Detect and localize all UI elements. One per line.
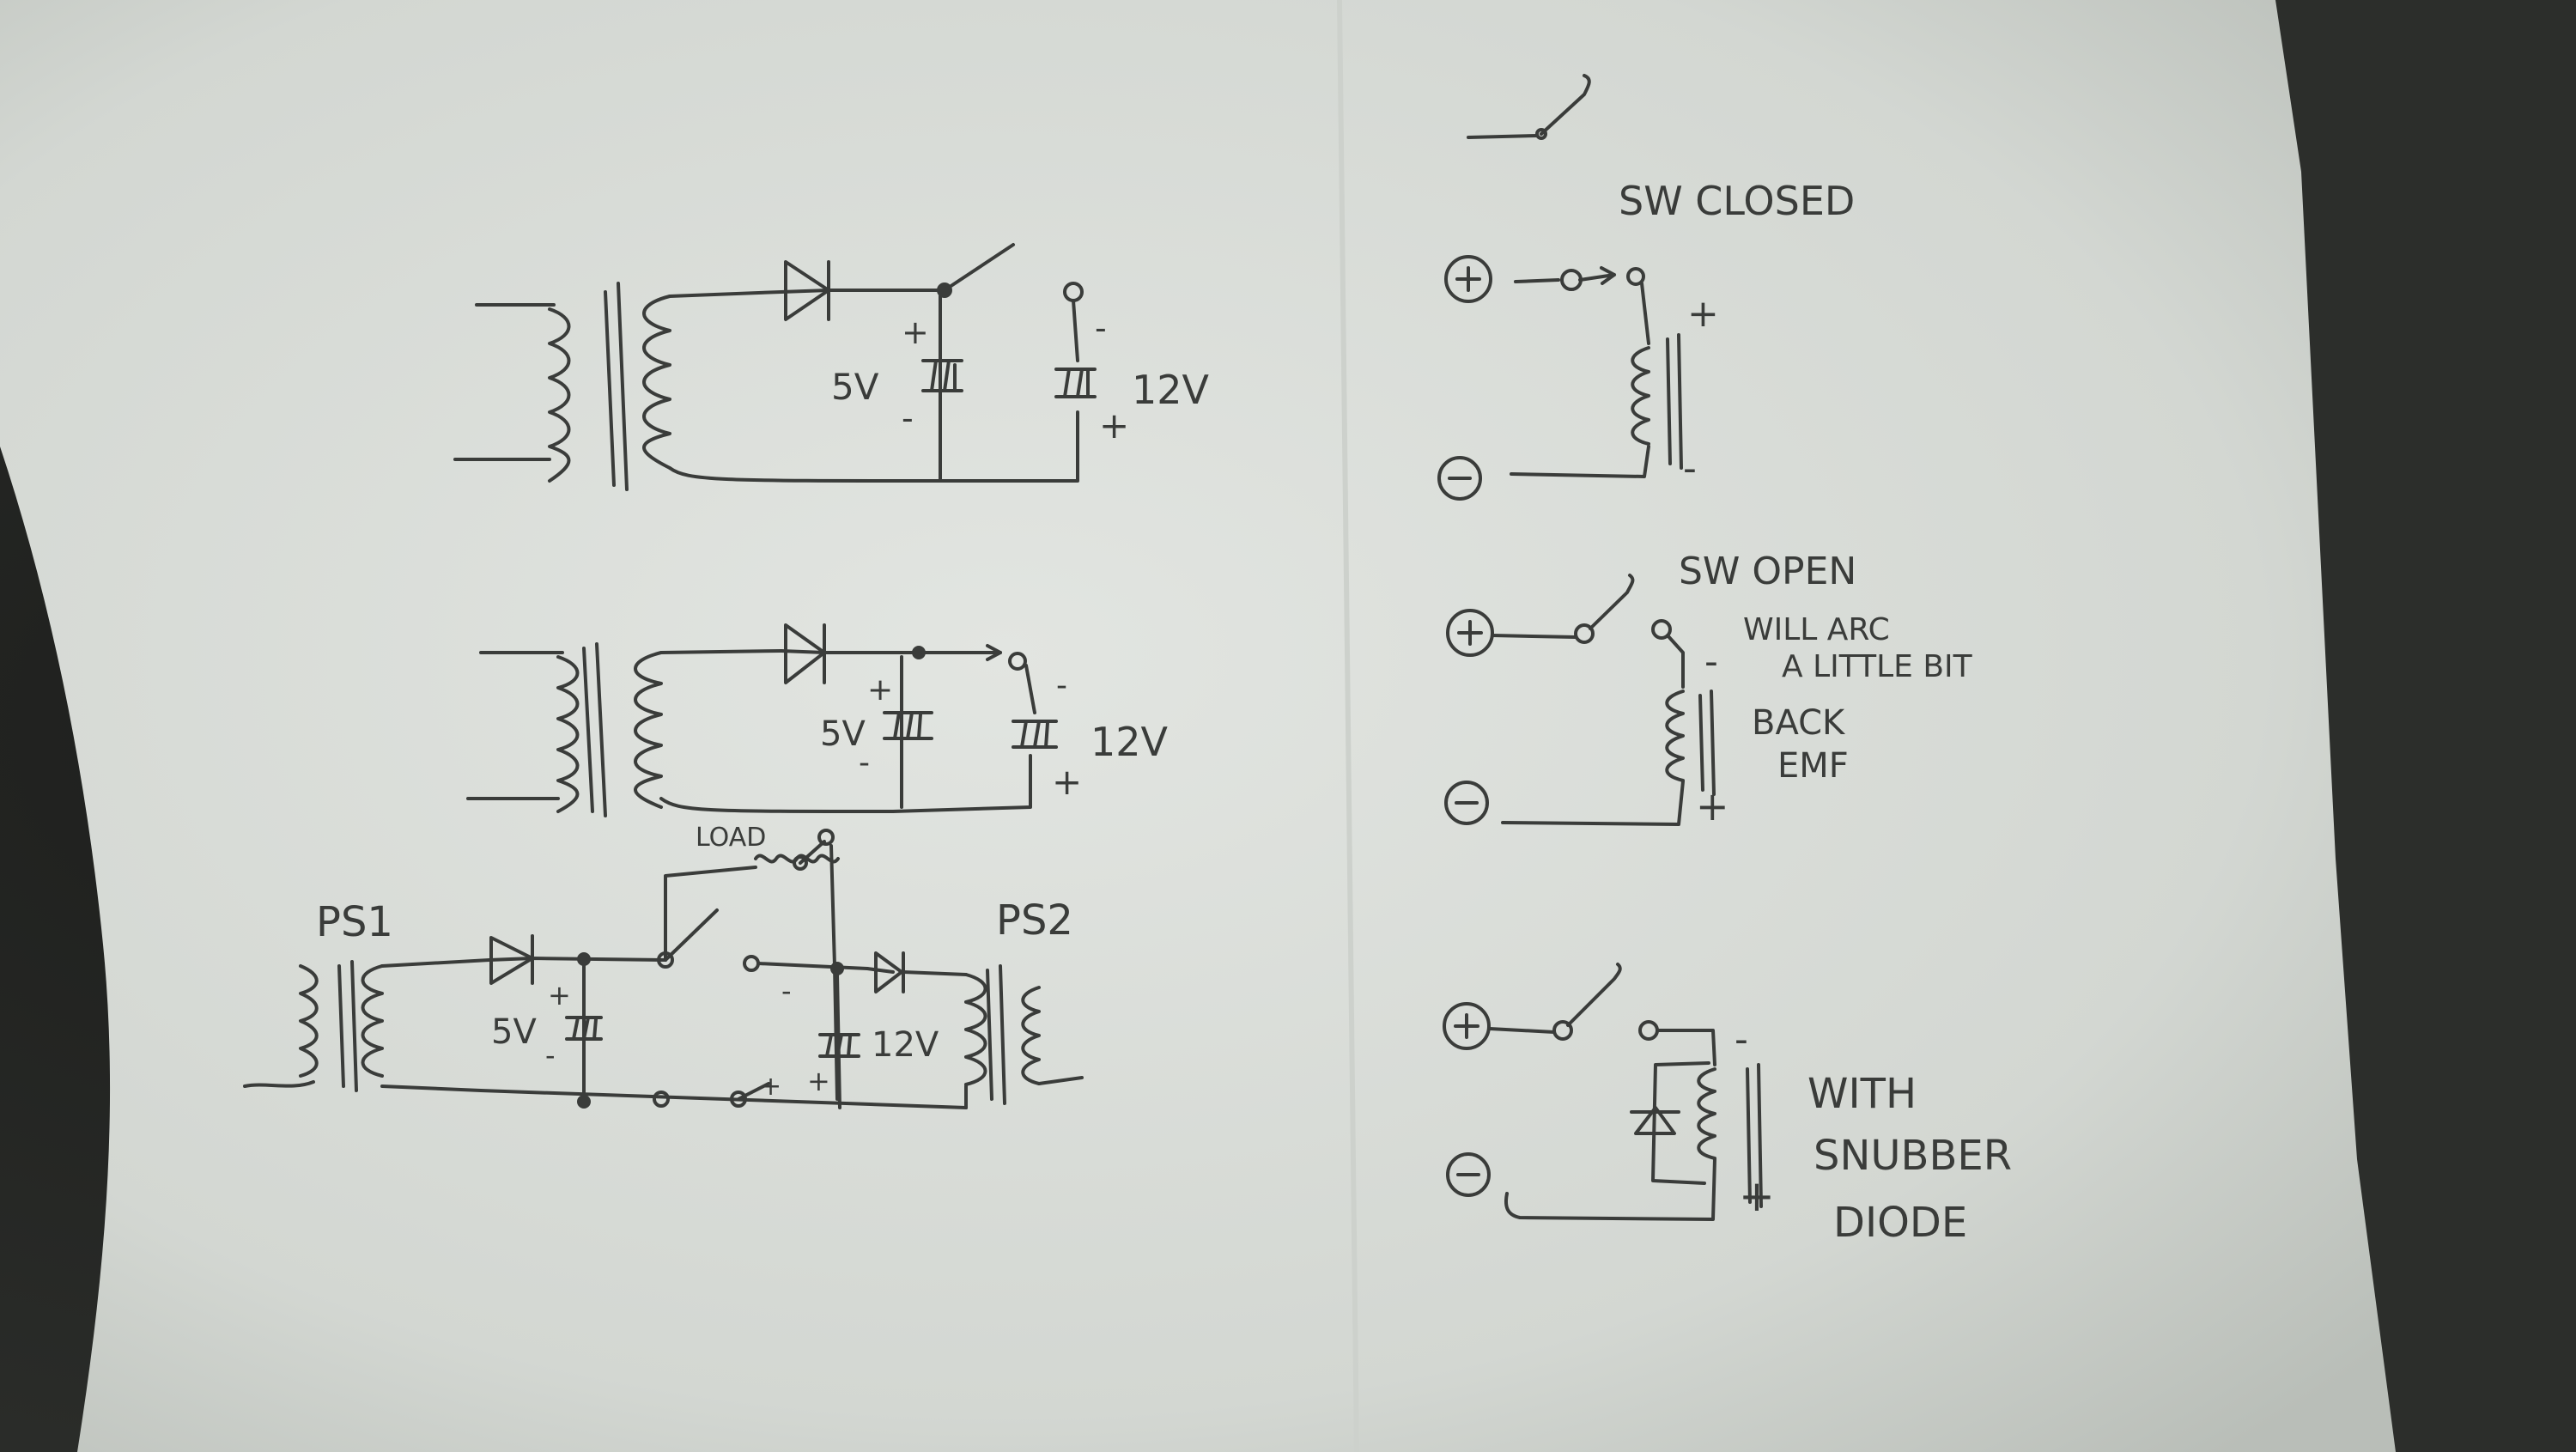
sw-open-note-1: WILL ARC bbox=[1743, 612, 1890, 647]
mid-5v-label: 5V bbox=[820, 714, 866, 754]
top-12v-plus: + bbox=[1099, 404, 1129, 447]
top-5v-label: 5V bbox=[831, 366, 879, 408]
mid-circuit bbox=[466, 623, 1058, 817]
bottom-12v-label: 12V bbox=[872, 1025, 939, 1065]
top-5v-plus: + bbox=[902, 313, 929, 351]
mid-12v-plus: + bbox=[1052, 761, 1082, 803]
snubber-line-1: WITH bbox=[1807, 1070, 1917, 1118]
load-label: LOAD bbox=[696, 823, 766, 853]
top-5v-minus: - bbox=[902, 399, 914, 437]
ps2-label: PS2 bbox=[996, 896, 1073, 945]
ps1-label: PS1 bbox=[316, 898, 393, 946]
top-circuit bbox=[453, 243, 1097, 491]
sw-open-title: SW OPEN bbox=[1679, 550, 1856, 593]
top-12v-minus: - bbox=[1095, 309, 1107, 347]
snubber-coil-plus: + bbox=[1739, 1171, 1775, 1221]
mid-12v-label: 12V bbox=[1091, 719, 1169, 765]
sw-open-labels: SW OPEN WILL ARC A LITTLE BIT BACK EMF -… bbox=[1679, 550, 1973, 829]
mid-5v-minus: - bbox=[859, 745, 870, 781]
snubber-diagram bbox=[1443, 963, 1763, 1221]
paper-fold bbox=[1337, 0, 1359, 1452]
bottom-5v-label: 5V bbox=[491, 1012, 537, 1052]
sw-closed-diagram bbox=[1437, 255, 1683, 501]
bottom-12v-minus: - bbox=[781, 975, 792, 1007]
bottom-circuit-labels: PS1 PS2 LOAD 5V 12V + - - + + bbox=[316, 823, 1073, 1102]
sw-open-coil-minus: - bbox=[1704, 640, 1718, 683]
snubber-labels: WITH SNUBBER DIODE - + bbox=[1735, 1018, 2012, 1247]
mid-circuit-labels: 5V 12V + - - + bbox=[820, 668, 1169, 803]
snubber-coil-minus: - bbox=[1735, 1018, 1748, 1061]
snubber-line-3: DIODE bbox=[1833, 1199, 1967, 1247]
sw-closed-coil-plus: + bbox=[1687, 292, 1719, 336]
switch-sketch bbox=[1467, 74, 1591, 140]
bottom-12v-plus: + bbox=[807, 1065, 830, 1097]
bottom-5v-minus: - bbox=[545, 1039, 556, 1072]
bottom-5v-plus: + bbox=[548, 979, 571, 1012]
sw-closed-coil-minus: - bbox=[1683, 447, 1697, 490]
mid-5v-plus: + bbox=[867, 672, 893, 708]
back-label: BACK bbox=[1752, 703, 1846, 743]
sw-open-diagram bbox=[1444, 574, 1716, 826]
mid-12v-minus: - bbox=[1056, 668, 1067, 703]
sw-open-note-2: A LITTLE BIT bbox=[1782, 649, 1973, 684]
snubber-line-2: SNUBBER bbox=[1814, 1132, 2012, 1180]
top-12v-label: 12V bbox=[1132, 367, 1210, 413]
sw-closed-title: SW CLOSED bbox=[1619, 178, 1855, 224]
bottom-switch-plus: + bbox=[760, 1072, 781, 1102]
sw-closed-labels: SW CLOSED + - bbox=[1619, 178, 1855, 490]
emf-label: EMF bbox=[1777, 746, 1849, 786]
bottom-circuit bbox=[243, 829, 1084, 1109]
paper-sheet bbox=[0, 0, 2396, 1452]
sw-open-coil-plus: + bbox=[1696, 783, 1729, 829]
top-circuit-labels: 5V 12V + - - + bbox=[831, 309, 1210, 447]
